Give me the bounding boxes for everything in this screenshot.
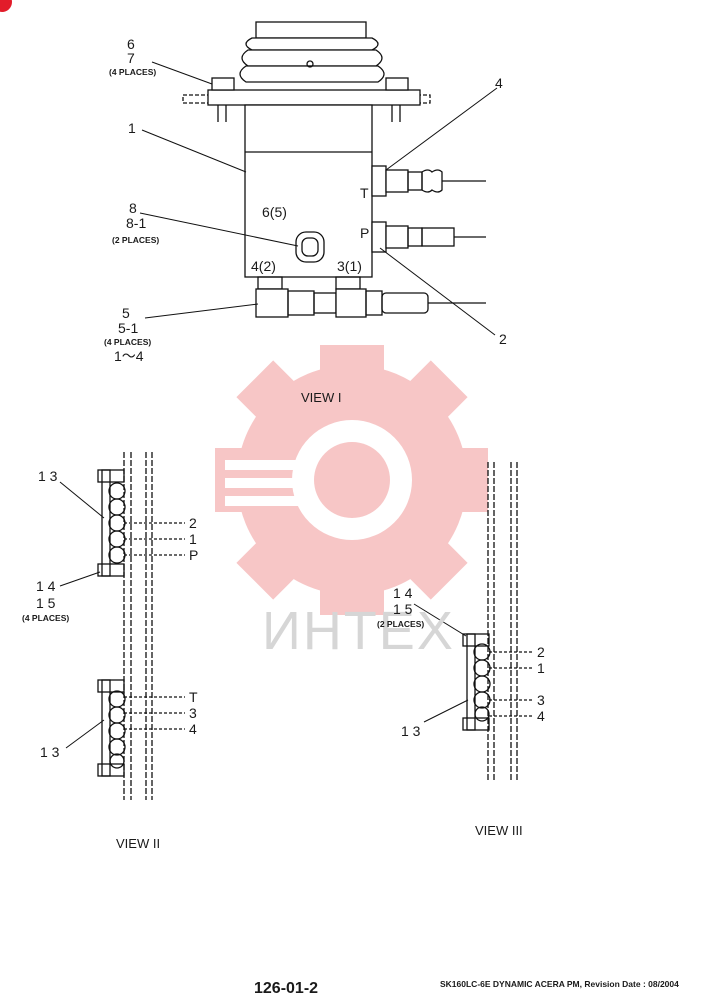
port-4-2-label: 4(2) bbox=[251, 258, 276, 274]
callout-14: 1 4 bbox=[36, 578, 56, 594]
view3-leader-lines bbox=[413, 603, 469, 723]
callout-1: 1 bbox=[128, 120, 136, 136]
view3-clamp bbox=[462, 462, 534, 782]
callout-5-1: 5-1 bbox=[118, 320, 139, 336]
callout-places: (4 PLACES) bbox=[104, 337, 152, 347]
callout-4: 4 bbox=[189, 721, 197, 737]
port-t-label: T bbox=[360, 185, 369, 201]
view2-clamp-upper bbox=[97, 452, 185, 800]
callout-6: 6 bbox=[127, 36, 135, 52]
corner-marker bbox=[0, 0, 12, 12]
callout-places: (4 PLACES) bbox=[22, 613, 70, 623]
callout-range: 1～4 bbox=[114, 348, 144, 364]
callout-t: T bbox=[189, 689, 198, 705]
watermark-text: ИНТЕХ bbox=[262, 601, 455, 661]
callout-3: 3 bbox=[189, 705, 197, 721]
view1-caption: VIEW I bbox=[301, 390, 342, 405]
view1-leader-lines bbox=[139, 61, 498, 336]
port-3-1-label: 3(1) bbox=[337, 258, 362, 274]
callout-1: 1 bbox=[537, 660, 545, 676]
gear-watermark-icon bbox=[215, 345, 488, 615]
model-info: SK160LC-6E DYNAMIC ACERA PM, Revision Da… bbox=[440, 979, 679, 989]
port-p-label: P bbox=[360, 225, 370, 241]
callout-8-1: 8-1 bbox=[126, 215, 147, 231]
callout-1: 1 bbox=[189, 531, 197, 547]
callout-5: 5 bbox=[122, 305, 130, 321]
view3-caption: VIEW III bbox=[475, 823, 523, 838]
callout-places: (2 PLACES) bbox=[377, 619, 425, 629]
view2-clamp-lower bbox=[97, 679, 185, 777]
callout-13: 1 3 bbox=[40, 744, 60, 760]
view2-caption: VIEW II bbox=[116, 836, 161, 851]
callout-14: 1 4 bbox=[393, 585, 413, 601]
page-number: 126-01-2 bbox=[254, 980, 319, 997]
callout-p: P bbox=[189, 547, 199, 563]
callout-15: 1 5 bbox=[36, 595, 56, 611]
callout-4: 4 bbox=[495, 75, 503, 91]
callout-places: (2 PLACES) bbox=[112, 235, 160, 245]
callout-2: 2 bbox=[189, 515, 197, 531]
callout-3: 3 bbox=[537, 692, 545, 708]
callout-places: (4 PLACES) bbox=[109, 67, 157, 77]
callout-2: 2 bbox=[537, 644, 545, 660]
callout-8: 8 bbox=[129, 200, 137, 216]
callout-13: 1 3 bbox=[401, 723, 421, 739]
callout-2: 2 bbox=[499, 331, 507, 347]
callout-7: 7 bbox=[127, 50, 135, 66]
body-label: 6(5) bbox=[262, 204, 287, 220]
view1-valve-assembly bbox=[182, 21, 486, 318]
callout-15: 1 5 bbox=[393, 601, 413, 617]
view2-leader-lines bbox=[59, 481, 105, 749]
callout-4: 4 bbox=[537, 708, 545, 724]
callout-13: 1 3 bbox=[38, 468, 58, 484]
